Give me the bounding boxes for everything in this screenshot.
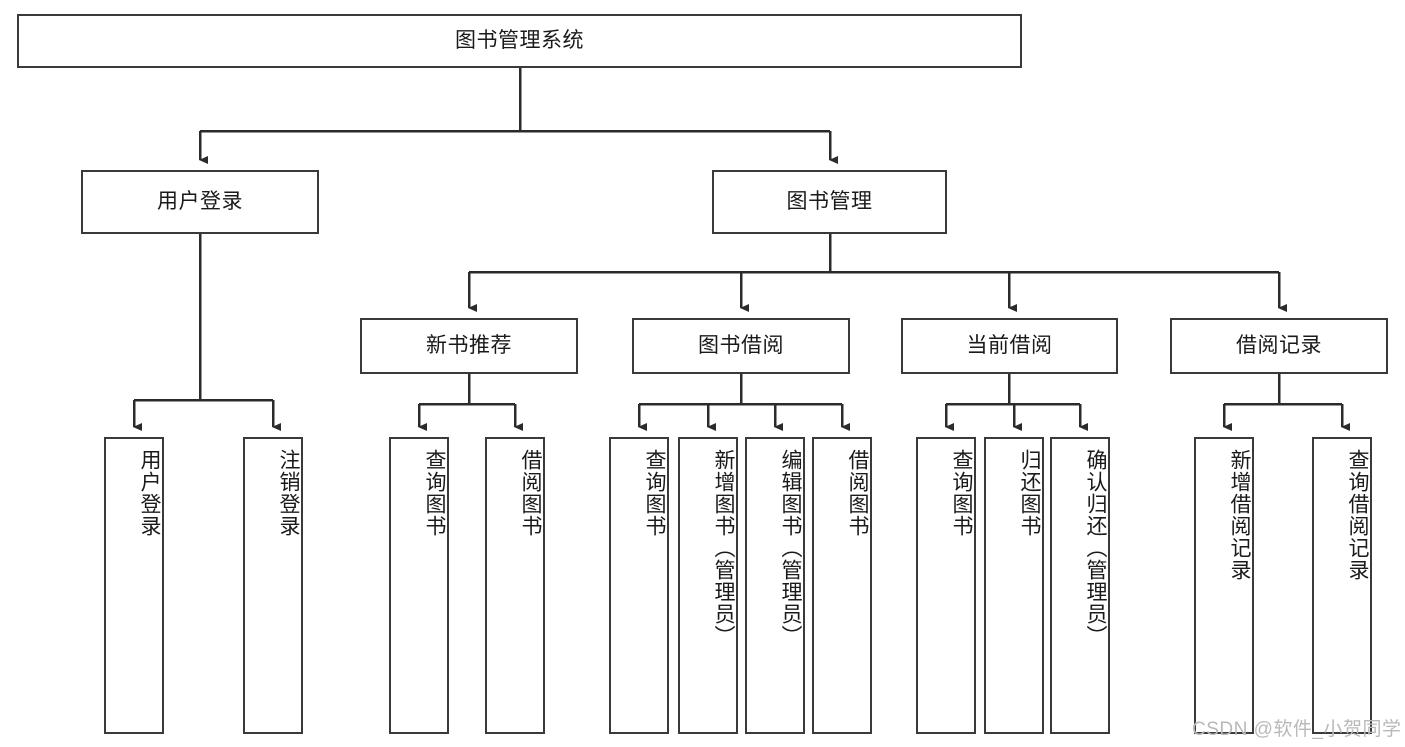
- node-book-borrow-label: 图书借阅: [698, 334, 784, 358]
- leaf-query-book-current[interactable]: 查询图书: [916, 437, 976, 734]
- leaf-query-book-borrow-label: 查询图书: [643, 449, 666, 537]
- leaf-user-login[interactable]: 用户登录: [104, 437, 164, 734]
- leaf-query-book-current-label: 查询图书: [950, 449, 973, 537]
- leaf-borrow-book-recommend-label: 借阅图书: [519, 449, 542, 537]
- node-book-manage[interactable]: 图书管理: [712, 170, 947, 234]
- leaf-logout-label: 注销登录: [277, 449, 300, 537]
- leaf-query-book-recommend-label: 查询图书: [423, 449, 446, 537]
- node-borrow-record-label: 借阅记录: [1236, 334, 1322, 358]
- leaf-borrow-book-recommend[interactable]: 借阅图书: [485, 437, 545, 734]
- node-new-book-recommend[interactable]: 新书推荐: [360, 318, 578, 374]
- leaf-query-book-borrow[interactable]: 查询图书: [609, 437, 669, 734]
- leaf-confirm-return-admin-label: 确认归还（管理员）: [1084, 449, 1107, 647]
- leaf-borrow-book[interactable]: 借阅图书: [812, 437, 872, 734]
- leaf-confirm-return-admin[interactable]: 确认归还（管理员）: [1050, 437, 1110, 734]
- node-book-borrow[interactable]: 图书借阅: [632, 318, 850, 374]
- leaf-user-login-label: 用户登录: [138, 449, 161, 537]
- node-root-label: 图书管理系统: [455, 29, 584, 53]
- node-current-borrow[interactable]: 当前借阅: [901, 318, 1118, 374]
- leaf-add-book-admin-label: 新增图书（管理员）: [712, 449, 735, 647]
- node-user-login-label: 用户登录: [157, 190, 243, 214]
- node-book-manage-label: 图书管理: [786, 190, 873, 214]
- leaf-return-book[interactable]: 归还图书: [984, 437, 1044, 734]
- node-user-login[interactable]: 用户登录: [81, 170, 319, 234]
- watermark: CSDN @软件_小贺同学: [1192, 719, 1402, 740]
- leaf-query-borrow-record-label: 查询借阅记录: [1346, 449, 1369, 581]
- leaf-logout[interactable]: 注销登录: [243, 437, 303, 734]
- leaf-return-book-label: 归还图书: [1018, 449, 1041, 537]
- leaf-query-borrow-record[interactable]: 查询借阅记录: [1312, 437, 1372, 734]
- leaf-borrow-book-label: 借阅图书: [846, 449, 869, 537]
- node-new-book-recommend-label: 新书推荐: [426, 334, 512, 358]
- node-root[interactable]: 图书管理系统: [17, 14, 1022, 68]
- leaf-add-book-admin[interactable]: 新增图书（管理员）: [678, 437, 738, 734]
- node-borrow-record[interactable]: 借阅记录: [1170, 318, 1388, 374]
- leaf-add-borrow-record-label: 新增借阅记录: [1228, 449, 1251, 581]
- node-current-borrow-label: 当前借阅: [966, 334, 1053, 358]
- leaf-query-book-recommend[interactable]: 查询图书: [389, 437, 449, 734]
- leaf-add-borrow-record[interactable]: 新增借阅记录: [1194, 437, 1254, 734]
- leaf-edit-book-admin[interactable]: 编辑图书（管理员）: [745, 437, 805, 734]
- leaf-edit-book-admin-label: 编辑图书（管理员）: [779, 449, 802, 647]
